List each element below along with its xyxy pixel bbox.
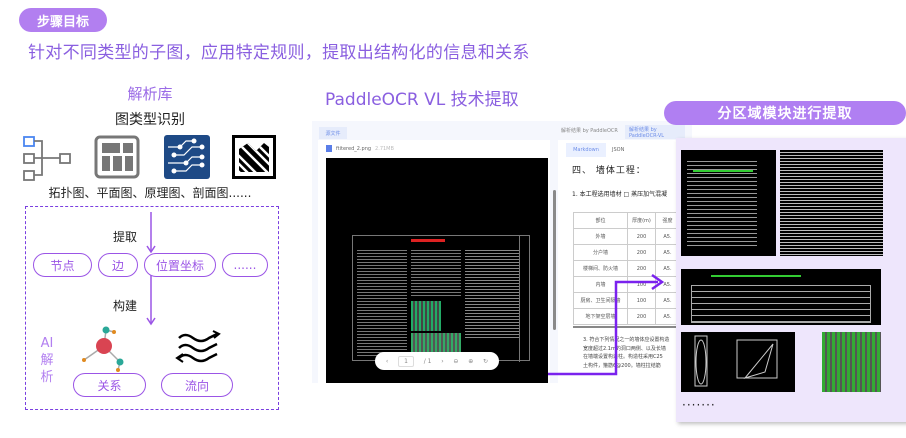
ocr-title: PaddleOCR VL 技术提取 bbox=[325, 90, 519, 110]
rotate-icon[interactable]: ↻ bbox=[483, 357, 489, 365]
prev-page-button[interactable]: ‹ bbox=[385, 357, 389, 365]
more-regions: ······· bbox=[682, 398, 716, 412]
library-title: 解析库 bbox=[127, 85, 173, 103]
tab-result-paddleocr-vl[interactable]: 解析结果 by PaddleOCR-VL bbox=[625, 125, 685, 139]
flow-arrows bbox=[146, 212, 156, 326]
region-thumb-table bbox=[681, 269, 881, 325]
subtitle: 针对不同类型的子图，应用特定规则，提取出结构化的信息和关系 bbox=[28, 43, 530, 63]
section-heading: 四、 墙体工程： bbox=[572, 166, 646, 176]
page-total: / 1 bbox=[423, 357, 432, 365]
extract-label: 提取 bbox=[113, 230, 138, 244]
region-thumb-text bbox=[780, 150, 883, 256]
file-size: 2.71MB bbox=[375, 145, 394, 152]
markdown-view-button[interactable]: Markdown bbox=[566, 143, 606, 157]
viewer-scroll-thumb[interactable] bbox=[553, 190, 556, 330]
table-scrollbar[interactable] bbox=[573, 326, 683, 328]
region-extraction-title: 分区域模块进行提取 bbox=[664, 101, 906, 125]
zoom-in-icon[interactable]: ⊕ bbox=[468, 357, 474, 365]
table-header-row: 部位 厚度(m) 强度 bbox=[573, 212, 680, 229]
floorplan-icon bbox=[94, 135, 140, 179]
tag-node: 节点 bbox=[33, 253, 92, 277]
section-icon bbox=[232, 135, 276, 179]
file-info: ftitered_2.png 2.71MB bbox=[326, 145, 394, 152]
file-name: ftitered_2.png bbox=[336, 145, 372, 152]
molecule-icon bbox=[82, 326, 124, 372]
region-thumb-notes bbox=[681, 150, 776, 256]
ai-label-3: 析 bbox=[40, 370, 54, 385]
next-page-button[interactable]: › bbox=[441, 357, 444, 365]
diagram-type-icons bbox=[22, 135, 276, 183]
type-recognition-title: 图类型识别 bbox=[115, 112, 185, 128]
file-icon bbox=[326, 145, 332, 152]
page-input[interactable]: 1 bbox=[398, 355, 414, 367]
tag-relation: 关系 bbox=[73, 373, 146, 397]
drawing-title-bar bbox=[411, 239, 445, 242]
tag-position: 位置坐标 bbox=[144, 253, 216, 277]
tab-source-file[interactable]: 源文件 bbox=[319, 127, 347, 139]
flow-waves-icon bbox=[175, 330, 221, 363]
json-view-button[interactable]: JSON bbox=[612, 147, 625, 153]
connector-arrow bbox=[548, 273, 665, 376]
image-viewer[interactable] bbox=[326, 158, 548, 383]
paragraph-1: 1. 本工程选用墙材 □ 蒸压加气混凝 bbox=[572, 191, 668, 198]
topology-icon bbox=[23, 136, 71, 181]
paragraph-3: 3. 符合下列情况之一的墙体应设置构造 宽度超过2.1m的洞口两侧、以及长墙 在… bbox=[583, 337, 670, 369]
region-thumb-green-table bbox=[822, 332, 881, 392]
tag-edge: 边 bbox=[98, 253, 138, 277]
tag-flow: 流向 bbox=[161, 373, 233, 397]
step-goal-badge: 步骤目标 bbox=[19, 8, 107, 32]
zoom-out-icon[interactable]: ⊖ bbox=[453, 357, 459, 365]
tag-more: ...... bbox=[222, 253, 268, 277]
build-label: 构建 bbox=[113, 299, 138, 313]
region-extraction-card: ······· bbox=[676, 138, 906, 422]
ai-label-1: AI bbox=[40, 336, 54, 351]
cad-drawing-preview bbox=[352, 235, 530, 362]
diagram-types-text: 拓扑图、平面图、原理图、剖面图...... bbox=[48, 186, 252, 200]
tab-result-paddleocr[interactable]: 解析结果 by PaddleOCR bbox=[561, 128, 618, 134]
region-thumb-section bbox=[681, 332, 795, 392]
ai-label-2: 解 bbox=[40, 353, 54, 368]
pager-toolbar: ‹ 1 / 1 › ⊖ ⊕ ↻ bbox=[375, 352, 499, 370]
schematic-icon bbox=[164, 135, 210, 179]
ai-analysis-box bbox=[25, 206, 279, 410]
